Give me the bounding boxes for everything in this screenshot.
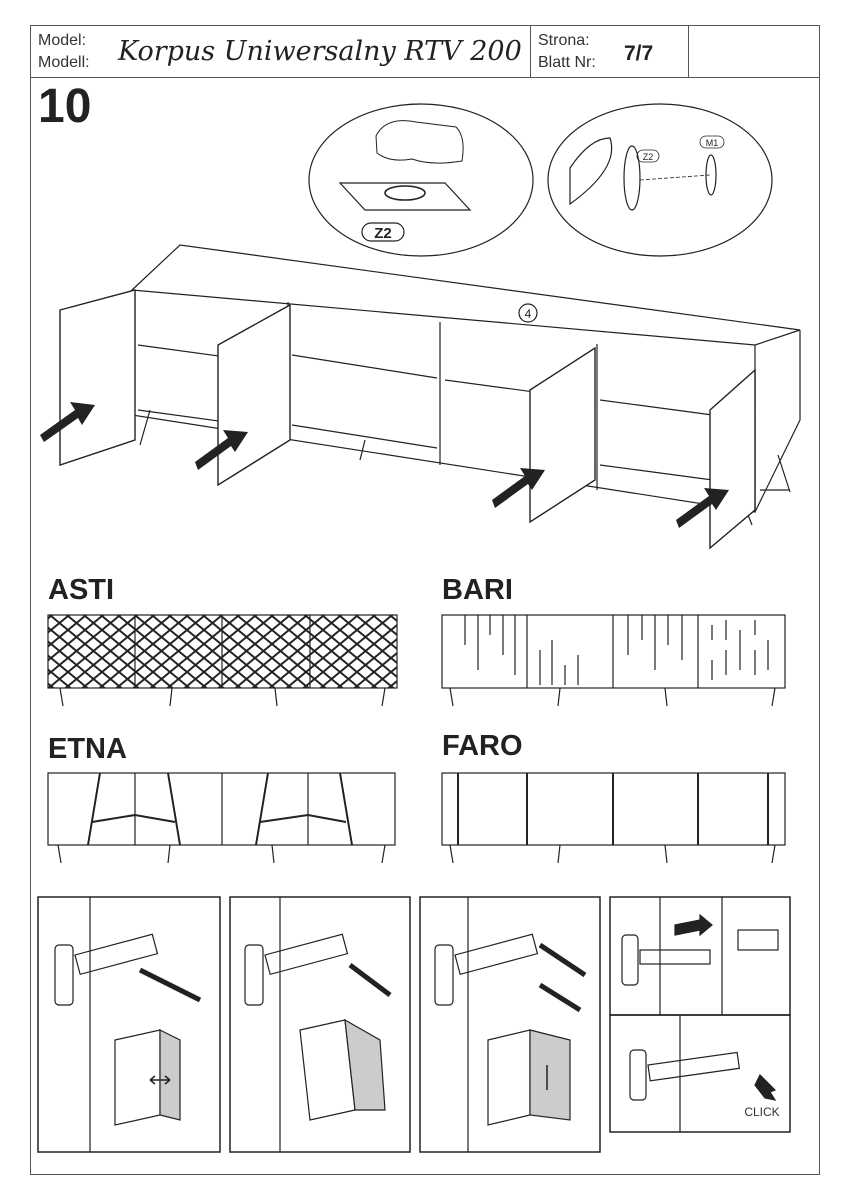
page-number: 7/7 [624,42,654,65]
push-arrows [40,402,729,528]
page-label-pl: Strona: [538,32,590,49]
variant-faro-label: FARO [442,730,523,762]
hinge-panel-3 [419,896,601,1153]
variant-etna-drawing [47,772,396,864]
click-label: CLICK [744,1105,779,1119]
model-label-de: Modell: [38,54,90,71]
page-label-de: Blatt Nr: [538,54,596,71]
part-z2-small-label: Z2 [643,152,654,162]
variant-faro-drawing [441,772,786,864]
part-z2-label: Z2 [374,225,392,242]
page-frame [30,25,820,1175]
variant-etna-label: ETNA [48,733,127,765]
hinge-panel-4a [609,896,791,1016]
model-label-pl: Model: [38,32,87,49]
variant-bari-drawing [441,614,786,707]
hinge-panel-1 [37,896,221,1153]
detail-bumper-attach: Z2 M1 [547,103,773,257]
part-m1-label: M1 [706,138,719,148]
cabinet-drawing: 4 [40,244,801,550]
hinge-panel-2 [229,896,411,1153]
page-box [530,25,689,77]
model-name: Korpus Uniwersalny RTV 200 [118,36,522,67]
header-divider [30,77,820,78]
step-number: 10 [38,80,92,133]
model-box [30,25,531,77]
variant-asti-label: ASTI [48,574,115,606]
part-4-label: 4 [525,307,532,321]
variant-bari-label: BARI [442,574,513,606]
detail-sticker-application: Z2 [308,103,534,257]
hinge-panel-4b: CLICK [609,1014,791,1133]
variant-asti-drawing [47,614,398,707]
